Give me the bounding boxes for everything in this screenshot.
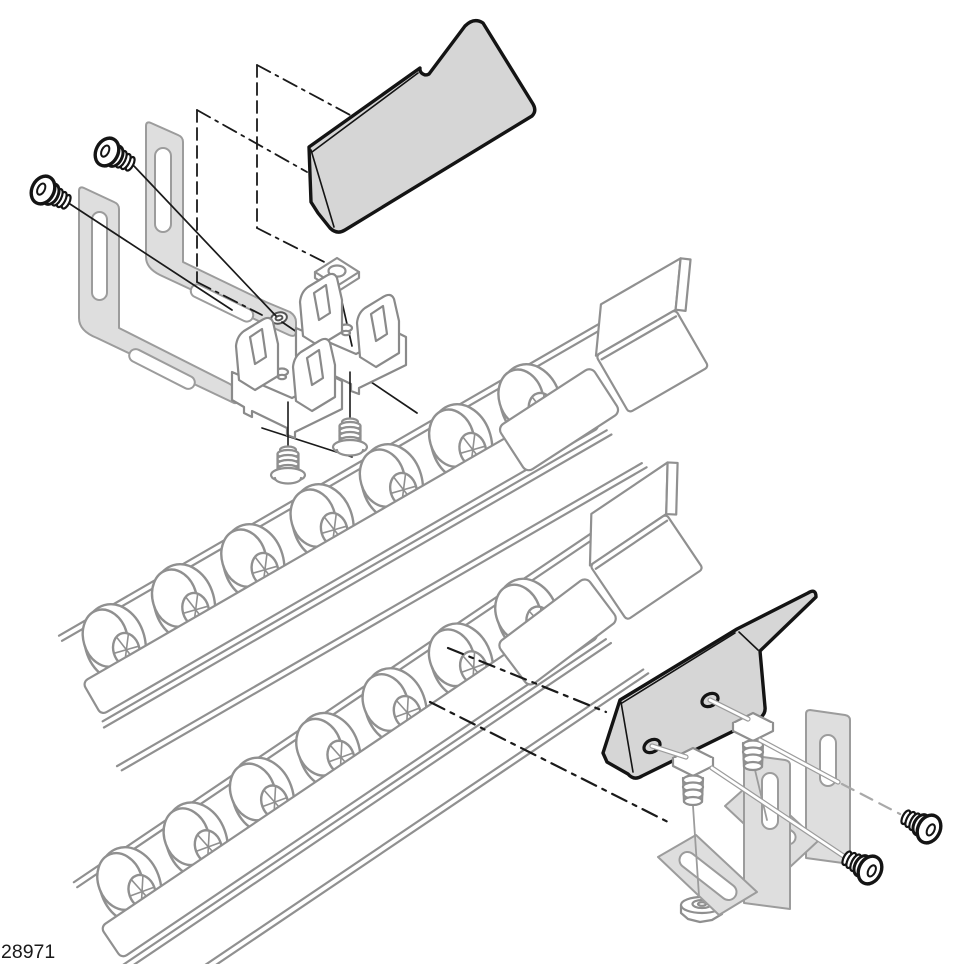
clamp-screw-rear <box>331 417 369 457</box>
figure-number: 28971 <box>1 941 55 963</box>
t-head-bolt-shafts <box>692 769 768 897</box>
guide-plate-upper <box>307 18 537 234</box>
clamp-screw-leaders <box>287 371 351 447</box>
phantom-position-lines <box>196 64 353 316</box>
fastener-axis-rods <box>649 697 902 860</box>
clamp-screw-front <box>269 445 307 485</box>
button-head-screw-top-2 <box>88 132 142 180</box>
button-head-screw-top-1 <box>24 170 78 218</box>
button-head-screw-bottom-2 <box>894 801 948 849</box>
clamp-plate-bracket <box>657 834 758 916</box>
angle-bracket-rear <box>145 121 297 337</box>
alignment-dash-lines-bottom <box>428 646 670 824</box>
